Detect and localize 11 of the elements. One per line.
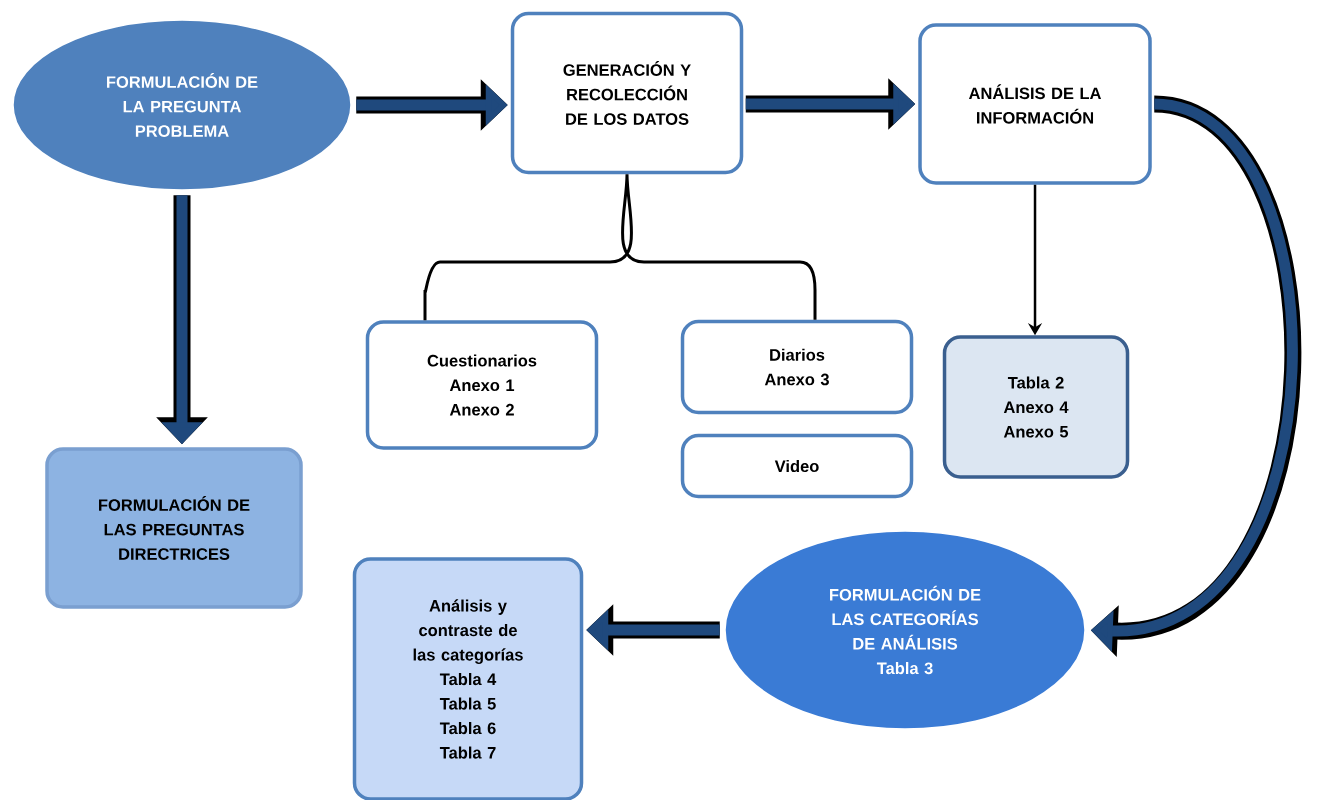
process-box: Análisis y contraste de las categorías Tabla 4 Tabla 5 Tabla 6 Tabla 7	[352, 557, 584, 800]
process-box: Video	[680, 433, 914, 499]
process-box: Cuestionarios Anexo 1 Anexo 2	[365, 320, 599, 450]
ellipse-node: FORMULACIÓN DE LA PREGUNTA PROBLEMA	[10, 17, 354, 193]
process-box: Diarios Anexo 3	[680, 319, 914, 415]
brace	[423, 172, 817, 321]
process-box: ANÁLISIS DE LA INFORMACIÓN	[918, 23, 1152, 185]
process-box: FORMULACIÓN DE LAS PREGUNTAS DIRECTRICES	[45, 447, 303, 609]
ellipse-node: FORMULACIÓN DE LAS CATEGORÍAS DE ANÁLISIS Tabla 3	[722, 528, 1088, 732]
process-box: Tabla 2 Anexo 4 Anexo 5	[942, 335, 1130, 479]
process-box: GENERACIÓN Y RECOLECCIÓN DE LOS DATOS	[510, 11, 744, 175]
